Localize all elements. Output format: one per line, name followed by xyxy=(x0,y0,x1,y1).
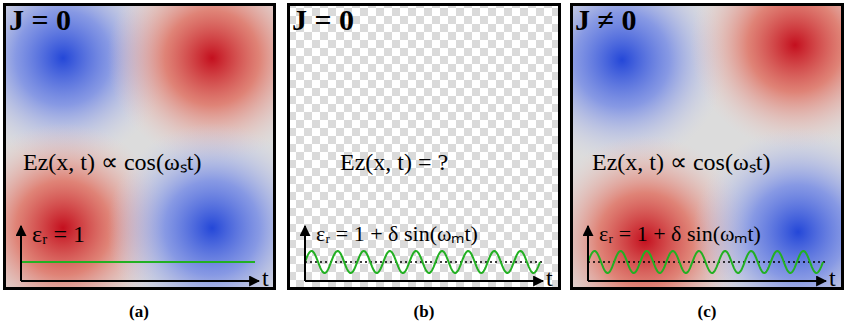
text-slot: εᵣ = 1 + δ sin(ωₘt) xyxy=(599,223,761,245)
panel-caption: (c) xyxy=(698,303,717,320)
field-equation: Ez(x, t) ∝ cos(ωₛt) xyxy=(23,150,201,174)
panel-caption: (a) xyxy=(129,303,149,320)
permittivity-equation: εᵣ = 1 xyxy=(32,222,85,246)
axis xyxy=(21,280,259,282)
text-slot: t xyxy=(829,266,836,290)
text-slot: J ≠ 0 xyxy=(575,5,636,35)
field-equation: Ez(x, t) ∝ cos(ωₛt) xyxy=(592,150,770,174)
field-equation: Ez(x, t) = ? xyxy=(340,150,448,174)
text-slot: Ez(x, t) ∝ cos(ωₛt) xyxy=(592,150,770,174)
permittivity-equation: εᵣ = 1 + δ sin(ωₘt) xyxy=(316,223,478,245)
permittivity-equation: εᵣ = 1 + δ sin(ωₘt) xyxy=(599,223,761,245)
panel-frame: J = 0 Ez(x, t) = ? εᵣ = 1 + δ sin(ωₘt) t xyxy=(287,3,561,290)
text-slot: t xyxy=(546,266,553,290)
axis xyxy=(587,226,589,281)
axis-label: t xyxy=(262,266,269,290)
text-slot: εᵣ = 1 + δ sin(ωₘt) xyxy=(316,223,478,245)
current-label: J = 0 xyxy=(9,5,71,35)
text-slot: t xyxy=(262,266,269,290)
baseline xyxy=(305,261,545,263)
field-lobe xyxy=(690,3,844,150)
text-slot: J = 0 xyxy=(292,5,354,35)
axis-label: t xyxy=(546,266,553,290)
baseline xyxy=(588,261,828,263)
text-slot: Ez(x, t) = ? xyxy=(340,150,448,174)
axis xyxy=(304,226,306,281)
panel-frame: J = 0 Ez(x, t) ∝ cos(ωₛt) εᵣ = 1 t xyxy=(3,3,276,290)
current-label: J = 0 xyxy=(292,5,354,35)
axis xyxy=(588,280,826,282)
text-slot: Ez(x, t) ∝ cos(ωₛt) xyxy=(23,150,201,174)
permittivity-curve xyxy=(21,261,255,263)
caption-slot: (a) xyxy=(129,303,149,320)
caption-slot: (c) xyxy=(698,303,717,320)
field-lobe xyxy=(107,123,276,290)
permittivity-curve xyxy=(305,251,540,273)
current-label: J ≠ 0 xyxy=(575,5,636,35)
axis xyxy=(305,280,543,282)
panel-caption: (b) xyxy=(414,303,435,320)
text-slot: εᵣ = 1 xyxy=(32,222,85,246)
field-pattern xyxy=(570,3,844,290)
panel-frame: J ≠ 0 Ez(x, t) ∝ cos(ωₛt) εᵣ = 1 + δ sin(ω… xyxy=(570,3,844,290)
permittivity-curve xyxy=(588,251,823,273)
axis-label: t xyxy=(829,266,836,290)
text-slot: J = 0 xyxy=(9,5,71,35)
axis xyxy=(20,226,22,281)
field-pattern xyxy=(3,3,276,290)
caption-slot: (b) xyxy=(414,303,435,320)
unknown-field xyxy=(287,3,561,290)
